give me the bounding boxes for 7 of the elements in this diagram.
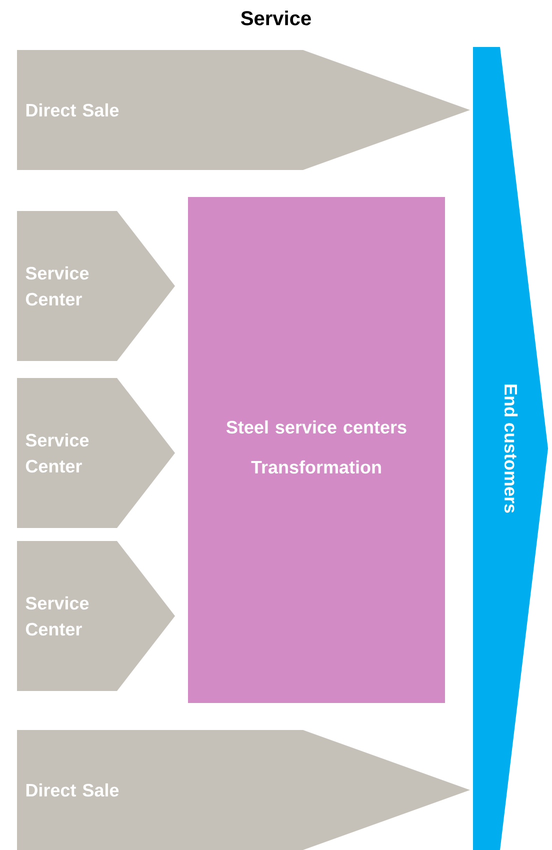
service-center-pentagon: Service Center xyxy=(17,211,175,361)
title: Service xyxy=(241,10,311,26)
process-box: Steel service centers Transformation xyxy=(188,197,445,703)
direct-sale-pentagon: Direct Sale xyxy=(17,50,470,170)
service-center-pentagon: Service Center xyxy=(17,541,175,691)
service-center-pentagon: Service Center xyxy=(17,378,175,528)
direct-sale-pentagon: Direct Sale xyxy=(17,730,470,850)
